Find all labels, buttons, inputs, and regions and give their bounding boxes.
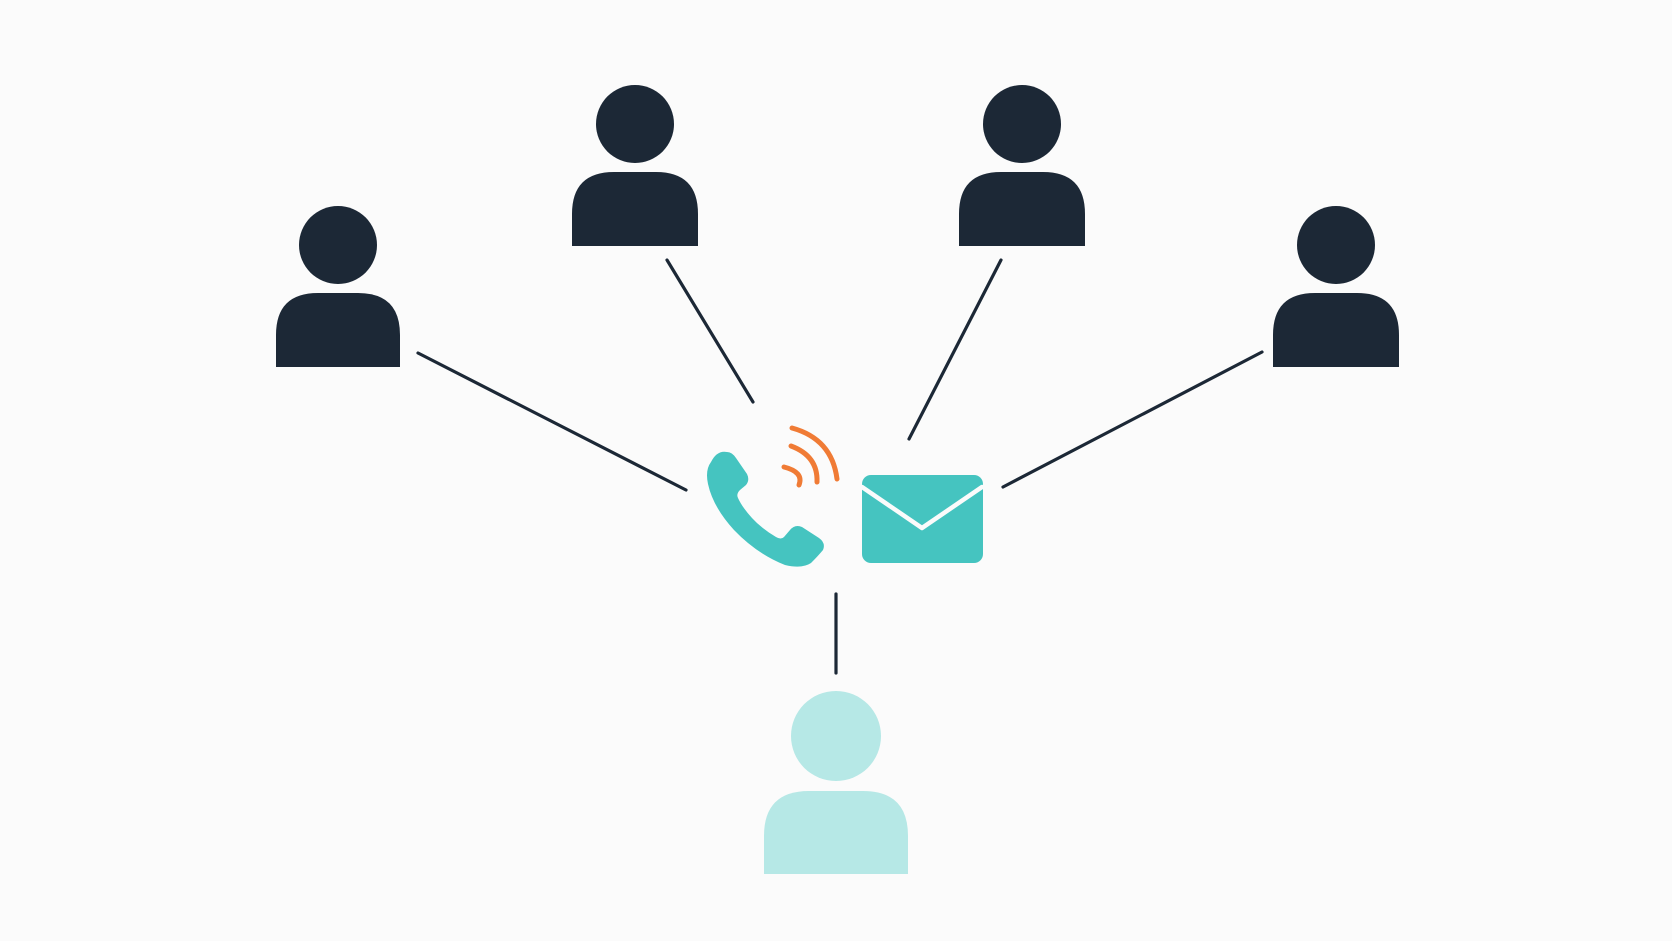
user-icon <box>1273 293 1399 367</box>
envelope-body <box>862 475 983 563</box>
communication-hub <box>707 425 985 567</box>
envelope-flap <box>859 484 985 531</box>
connectors <box>416 258 1264 675</box>
user-icon <box>276 293 400 367</box>
person-node <box>572 85 698 246</box>
user-icon-head <box>596 85 674 163</box>
user-icon-head <box>1297 206 1375 284</box>
phone-icon <box>707 451 824 567</box>
signal-wave <box>789 425 840 482</box>
user-icon-head <box>983 85 1061 163</box>
signal-waves-icon <box>781 425 840 488</box>
connector-line <box>665 258 755 404</box>
connector-line <box>416 351 688 492</box>
person-node <box>959 85 1085 246</box>
signal-wave <box>781 464 803 488</box>
person-node <box>1273 206 1399 367</box>
connector-line <box>907 258 1003 441</box>
user-icon-head <box>791 691 881 781</box>
person-node <box>276 206 400 367</box>
user-icon <box>572 172 698 246</box>
user-icon-head <box>299 206 377 284</box>
user-icon <box>959 172 1085 246</box>
connector-line <box>1001 350 1264 489</box>
person-node-highlighted <box>764 691 908 874</box>
signal-wave <box>788 443 820 485</box>
user-icon <box>764 791 908 874</box>
envelope-icon <box>859 475 985 563</box>
